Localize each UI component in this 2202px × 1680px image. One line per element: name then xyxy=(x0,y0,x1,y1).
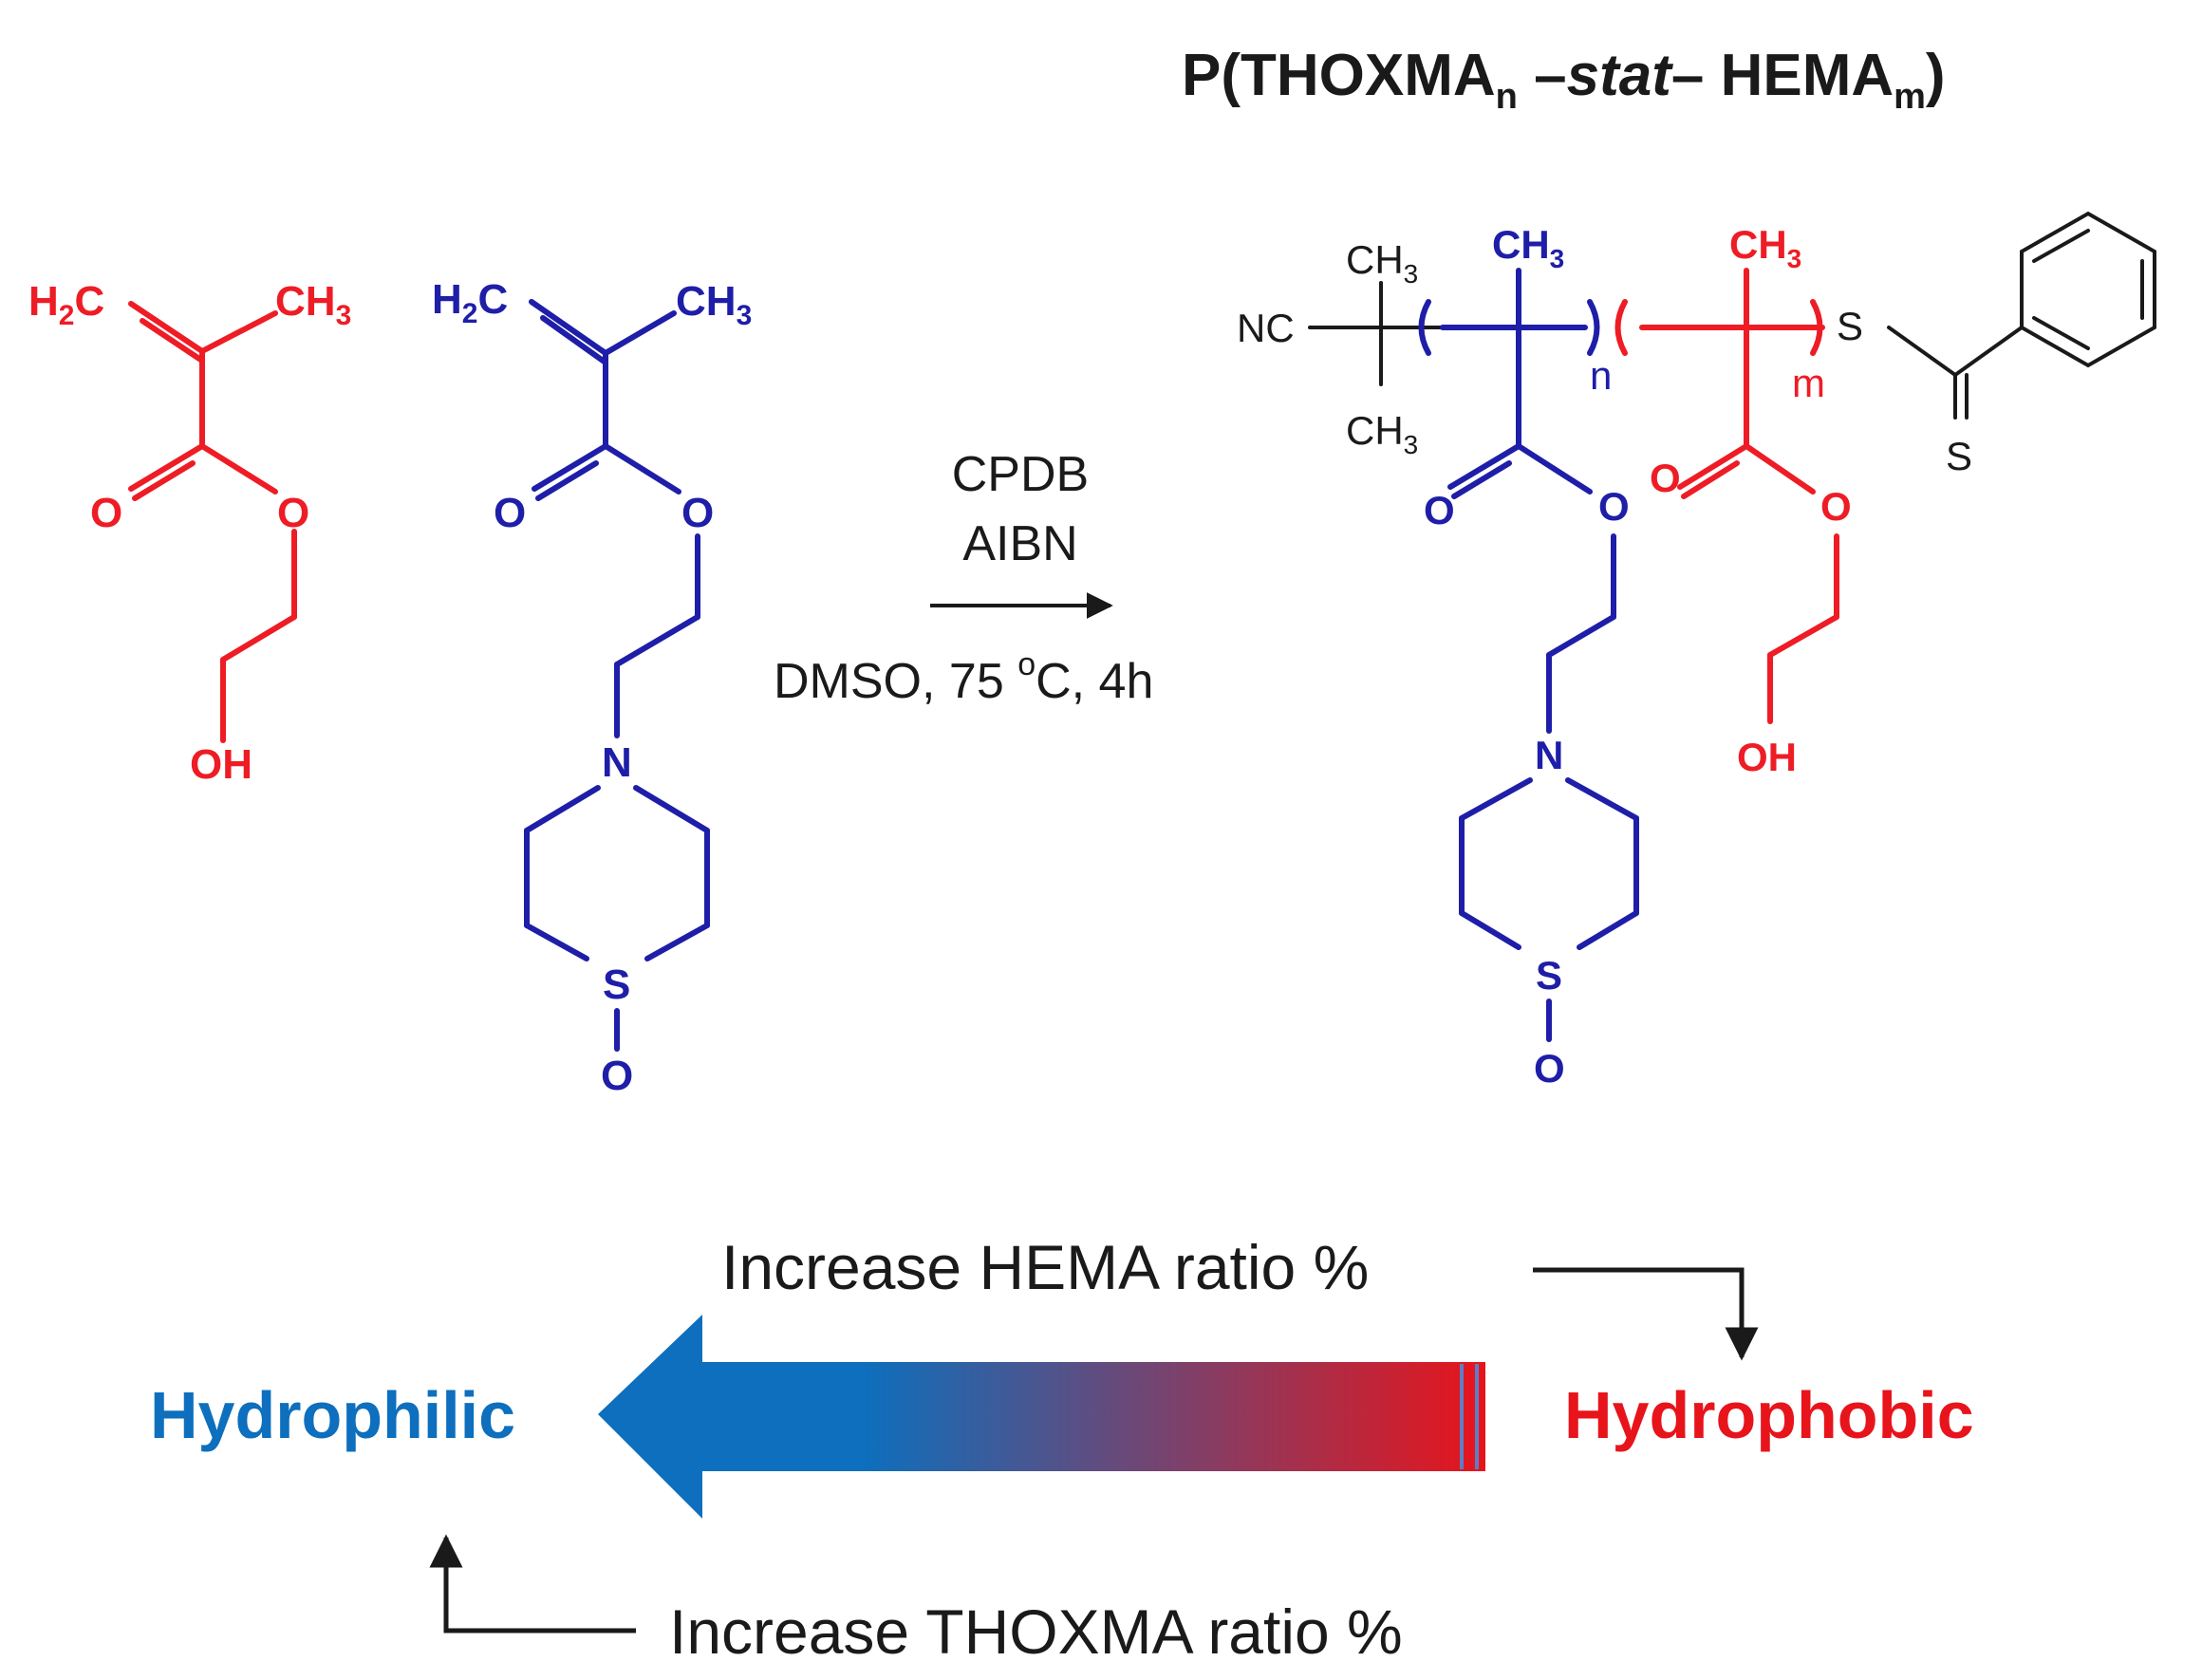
polymer-end-groups xyxy=(1308,211,2156,420)
thoxma-sulfoxide-oxygen: O xyxy=(601,1053,633,1099)
title-close: ) xyxy=(1926,43,1946,108)
nitrile-label: NC xyxy=(1237,306,1295,350)
title-mid: – xyxy=(1518,43,1567,108)
hema-unit-carbonyl-oxygen: O xyxy=(1650,456,1681,500)
hema-vinyl-label: H2C xyxy=(28,278,104,331)
title-stat: stat xyxy=(1567,43,1674,108)
thoxma-vinyl-label: H2C xyxy=(432,276,508,329)
thoxma-unit-nitrogen: N xyxy=(1535,733,1563,777)
hydrophobic-label: Hydrophobic xyxy=(1564,1378,1974,1452)
thoxma-ratio-pointer xyxy=(429,1534,636,1633)
thione-sulfur: S xyxy=(1946,434,1972,478)
thoxma-ester-oxygen: O xyxy=(681,490,714,536)
reagent-cpdb: CPDB xyxy=(952,447,1089,502)
repeat-n: n xyxy=(1590,353,1612,398)
polymer-title: P(THOXMAn –stat– HEMAm) xyxy=(1182,43,1946,117)
repeat-m: m xyxy=(1792,361,1825,405)
title-dash: – HEMA xyxy=(1671,43,1894,108)
polymer-thoxma-labels: CH3 n O O N S O xyxy=(1424,222,1630,1091)
thoxma-monomer-labels: H2C CH3 O O N S O xyxy=(432,276,752,1099)
thoxma-methyl-label: CH3 xyxy=(676,278,752,331)
title-sub-m: m xyxy=(1894,77,1926,117)
polymer-hema-labels: CH3 m O O OH xyxy=(1650,222,1852,779)
polymer-hema-unit xyxy=(1614,268,1839,724)
hema-methyl-label: CH3 xyxy=(275,278,351,331)
thio-sulfur: S xyxy=(1837,304,1863,348)
trend-section: Increase HEMA ratio % Hydrophilic Hydrop… xyxy=(150,1232,1974,1667)
reaction-conditions-text: DMSO, 75 oC, 4h xyxy=(774,646,1153,709)
hema-ratio-label: Increase HEMA ratio % xyxy=(721,1232,1369,1302)
hema-unit-methyl: CH3 xyxy=(1729,222,1801,273)
reaction-conditions: CPDB AIBN DMSO, 75 oC, 4h xyxy=(774,447,1153,709)
thoxma-carbonyl-oxygen: O xyxy=(494,490,526,536)
hema-monomer xyxy=(128,301,297,743)
reagent-aibn: AIBN xyxy=(962,516,1077,571)
thoxma-unit-sulfoxide-oxygen: O xyxy=(1534,1046,1565,1091)
thoxma-unit-methyl: CH3 xyxy=(1492,222,1564,273)
thoxma-monomer xyxy=(524,299,710,1052)
thoxma-sulfur: S xyxy=(603,961,630,1008)
hema-hydroxyl: OH xyxy=(190,741,252,788)
hydrophilic-label: Hydrophilic xyxy=(150,1378,515,1452)
thoxma-unit-ester-oxygen: O xyxy=(1598,484,1630,529)
polymer-thoxma-unit xyxy=(1418,268,1639,1042)
gem-methyl-bottom: CH3 xyxy=(1346,408,1418,459)
gem-methyl-top: CH3 xyxy=(1346,237,1418,289)
hema-unit-ester-oxygen: O xyxy=(1820,484,1852,529)
polymer-end-group-labels: NC CH3 CH3 S S xyxy=(1237,237,1972,478)
title-sub-n: n xyxy=(1496,77,1518,117)
thoxma-ratio-label: Increase THOXMA ratio % xyxy=(669,1596,1403,1667)
gradient-arrow xyxy=(598,1315,1485,1519)
hema-ratio-pointer xyxy=(1533,1267,1759,1361)
hema-carbonyl-oxygen: O xyxy=(90,490,122,536)
hema-unit-hydroxyl: OH xyxy=(1737,735,1797,779)
hema-monomer-labels: H2C CH3 O O OH xyxy=(28,278,351,788)
thoxma-unit-sulfur: S xyxy=(1536,953,1562,998)
thoxma-nitrogen: N xyxy=(602,739,632,786)
title-prefix: P(THOXMA xyxy=(1182,43,1496,108)
hema-ester-oxygen: O xyxy=(277,490,309,536)
thoxma-unit-carbonyl-oxygen: O xyxy=(1424,488,1455,532)
